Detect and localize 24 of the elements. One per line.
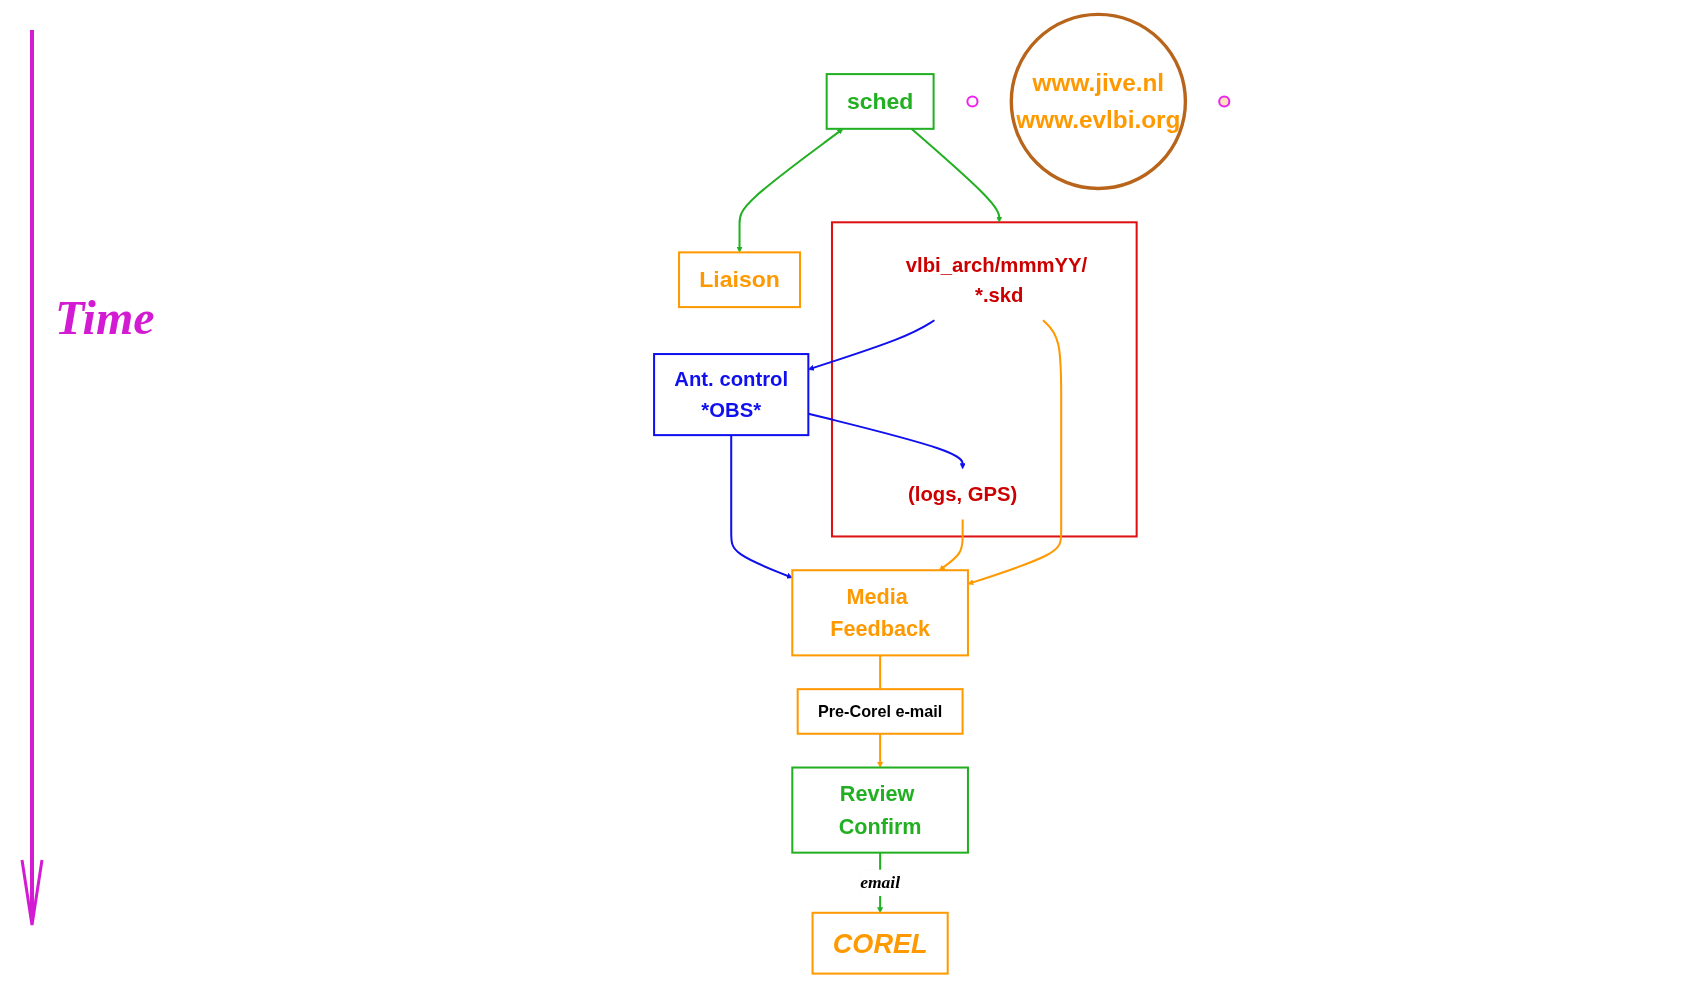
- arrow: [968, 319, 1063, 586]
- arrow: [736, 128, 844, 253]
- arrow: [877, 733, 884, 768]
- arrow: [939, 519, 964, 571]
- node-box: sched: [825, 73, 935, 130]
- node-box: Review Confirm: [791, 766, 970, 854]
- node-text: vlbi_arch/mmmYY/ *.skd: [906, 253, 1088, 307]
- node-box: Liaison: [678, 251, 802, 309]
- node-ellipse: [1218, 95, 1231, 108]
- arrow: [730, 435, 793, 579]
- node-box: Ant. control *OBS*: [653, 353, 810, 437]
- node-text: (logs, GPS): [908, 483, 1018, 506]
- edge-label: email: [860, 872, 901, 893]
- arrow: [911, 128, 1003, 223]
- connector: [879, 655, 882, 690]
- node-circle: www.jive.nl www.evlbi.org: [1009, 12, 1188, 191]
- node-ellipse: [966, 95, 979, 108]
- node-box: Media Feedback: [791, 569, 970, 657]
- node-box: COREL: [811, 911, 949, 975]
- arrow: [808, 412, 966, 470]
- arrow: [808, 319, 936, 371]
- cluster: [831, 221, 1138, 538]
- axis-label: Time: [55, 290, 155, 345]
- node-box: Pre-Corel e-mail: [796, 688, 964, 735]
